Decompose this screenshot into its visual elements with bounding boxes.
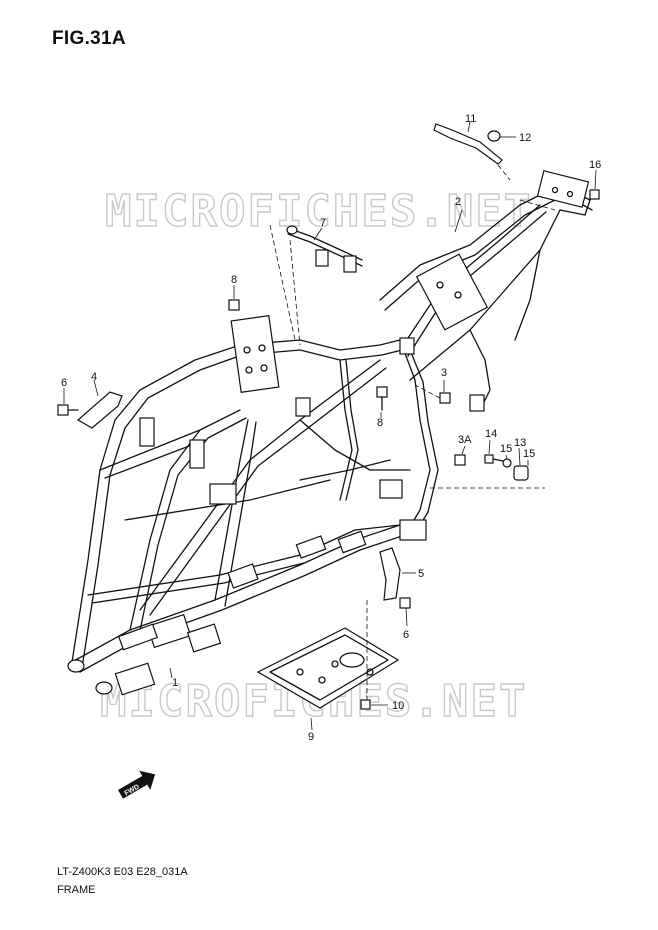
callout-4: 4 [91, 371, 97, 383]
callout-1: 1 [172, 677, 178, 689]
callout-12: 12 [519, 132, 531, 144]
bolt-6-lower [399, 597, 411, 627]
callout-7: 7 [320, 217, 326, 229]
main-frame [67, 315, 439, 696]
bolt-3 [414, 380, 451, 404]
callout-14: 14 [485, 428, 497, 440]
callout-15-b: 15 [523, 448, 535, 460]
bolt-8-upper [228, 285, 240, 311]
grommet-12 [487, 130, 516, 142]
callout-11: 11 [465, 113, 476, 125]
bolt-10 [360, 699, 388, 710]
bolt-8-lower [376, 386, 388, 418]
callout-13: 13 [514, 437, 526, 449]
callout-9: 9 [308, 731, 314, 743]
callout-8-upper: 8 [231, 274, 237, 286]
skid-plate-9 [256, 600, 400, 731]
callout-5: 5 [418, 568, 424, 580]
callout-16: 16 [589, 159, 601, 171]
callout-8-lower: 8 [377, 417, 383, 429]
callout-15-a: 15 [500, 443, 512, 455]
mount-hardware [430, 439, 545, 489]
figure-title: FIG.31A [52, 28, 126, 49]
bracket-5 [379, 547, 401, 601]
bracket-4 [76, 391, 123, 429]
callout-3: 3 [441, 367, 447, 379]
bracket-11 [433, 121, 503, 165]
bolt-6-upper [57, 388, 79, 416]
fwd-arrow-icon: FWD [118, 770, 156, 799]
document-code: LT-Z400K3 E03 E28_031A [57, 866, 188, 878]
callout-6-upper: 6 [61, 377, 67, 389]
nut-16 [589, 169, 600, 200]
watermark-top: MICROFICHES.NET [105, 186, 532, 237]
section-label: FRAME [57, 884, 96, 896]
callout-6-lower: 6 [403, 629, 409, 641]
callout-2: 2 [455, 196, 461, 208]
bolt-3a [454, 445, 466, 466]
rear-frame [379, 170, 593, 412]
callout-3a: 3A [458, 434, 472, 446]
bracket-7 [269, 224, 363, 346]
callout-10: 10 [392, 700, 404, 712]
